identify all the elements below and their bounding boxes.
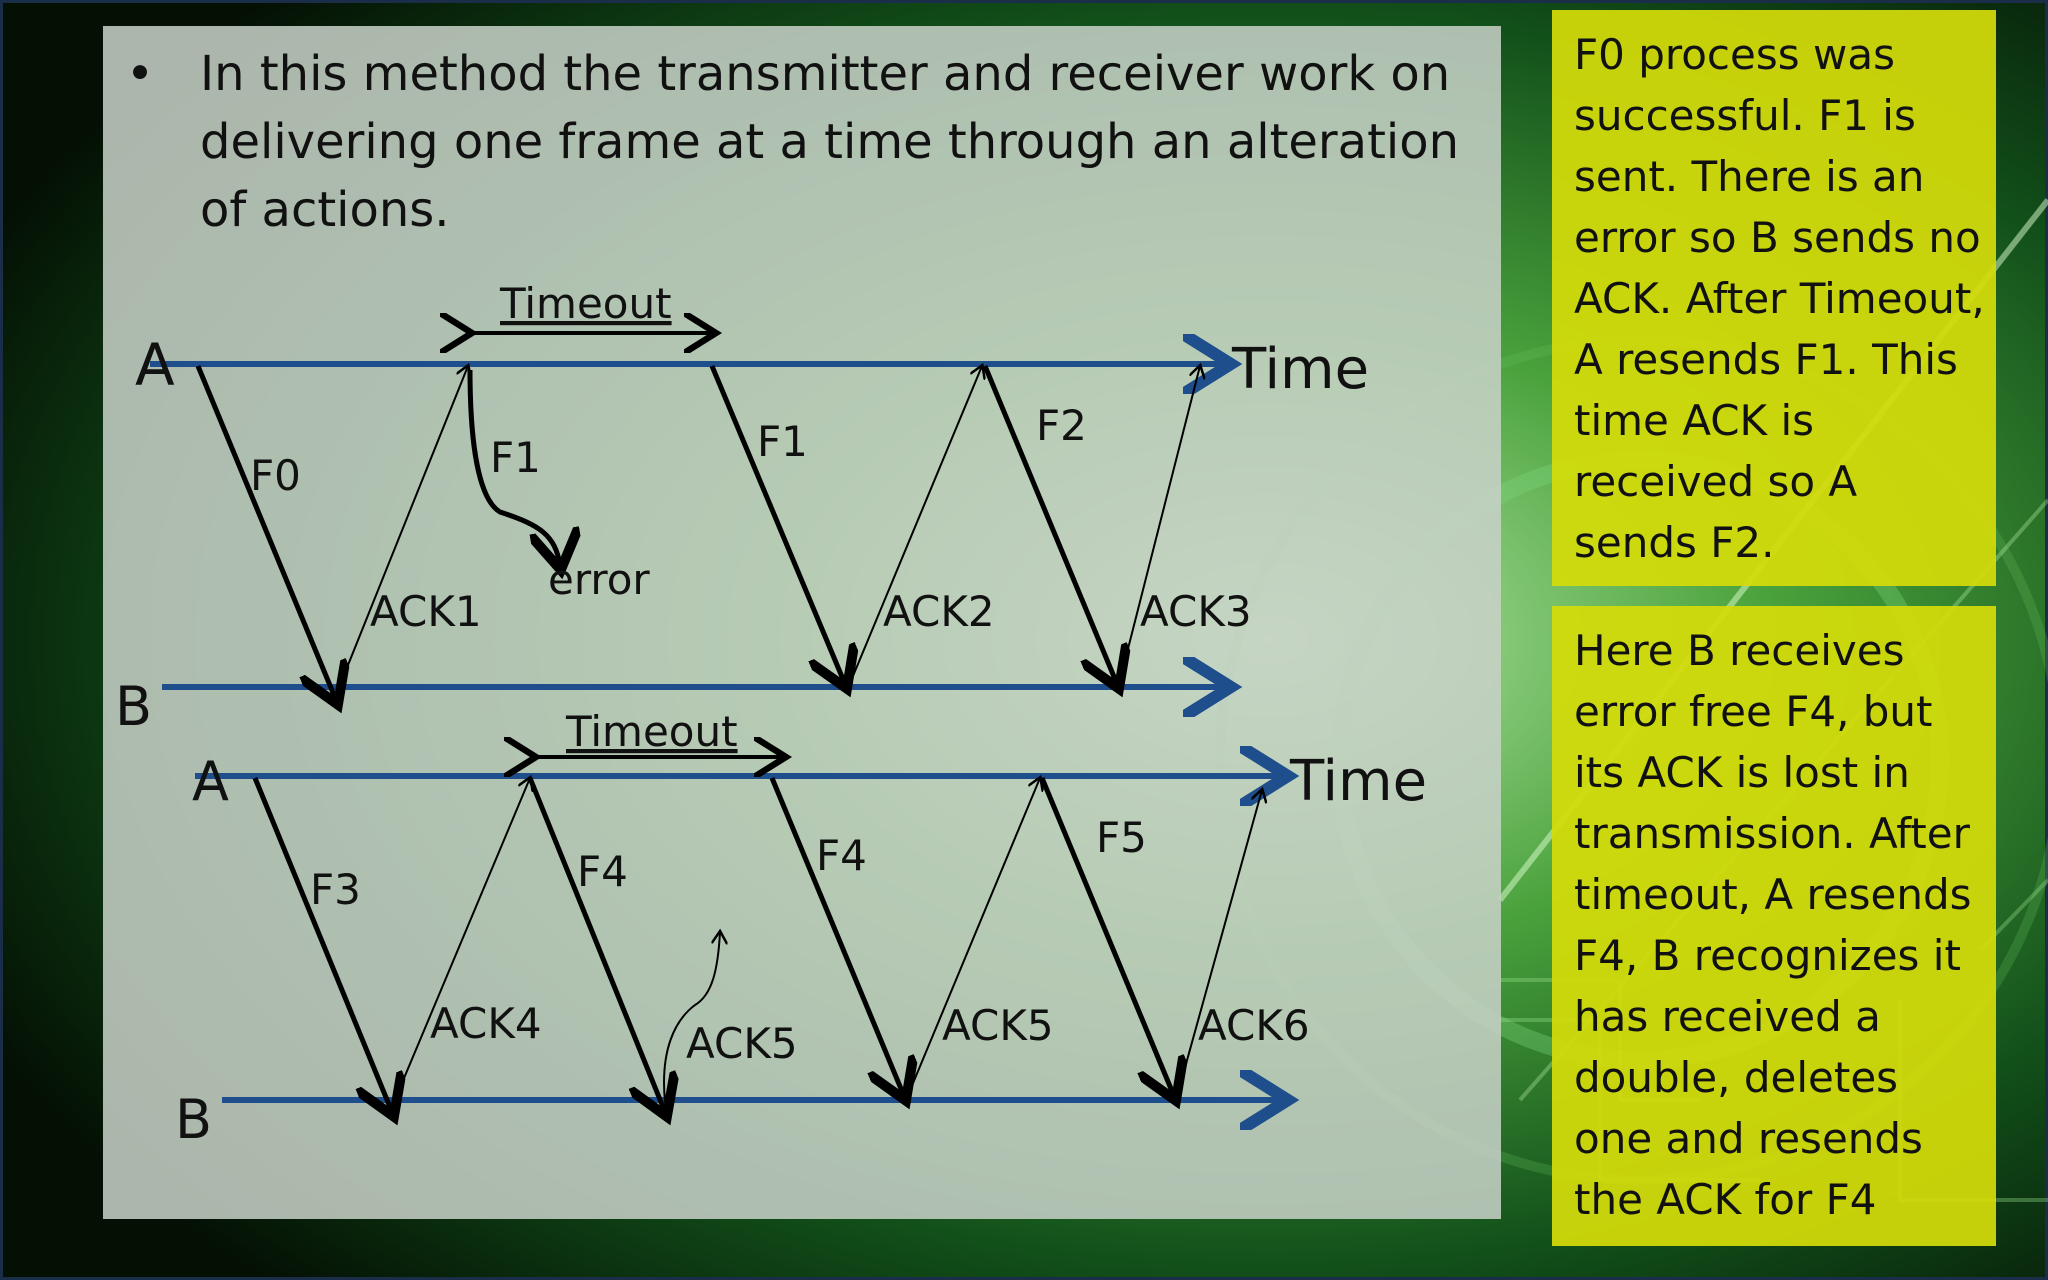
- ack-label-ack1: ACK1: [370, 587, 482, 636]
- node-a-label: A: [135, 331, 175, 399]
- time-label: Time: [1289, 749, 1427, 814]
- frame-arrow-f1-resend: [709, 365, 845, 684]
- diagram-top: A B Time Timeout F0 F1 F1 F2 error ACK1 …: [115, 279, 1369, 738]
- frame-label-f4-resend: F4: [816, 831, 867, 880]
- ack-label-ack4: ACK4: [430, 999, 542, 1048]
- timeout-label: Timeout: [565, 707, 738, 756]
- content-panel: [103, 26, 1501, 1219]
- ack-arrow-ack5-lost: [663, 932, 720, 1103]
- ack-arrow-ack3: [1117, 366, 1200, 689]
- ack-arrow-ack4: [393, 778, 530, 1103]
- bullet-symbol: •: [125, 46, 155, 102]
- frame-arrow-f1-error: [467, 369, 560, 565]
- error-label: error: [548, 555, 650, 604]
- frame-arrow-f5: [1039, 777, 1174, 1096]
- explanation-note-top: F0 process was successful. F1 is sent. T…: [1552, 10, 1996, 586]
- frame-label-f2: F2: [1036, 401, 1087, 450]
- time-label: Time: [1231, 337, 1369, 402]
- frame-label-f0: F0: [250, 451, 301, 500]
- ack-label-ack3: ACK3: [1140, 587, 1252, 636]
- ack-arrow-ack5: [905, 778, 1040, 1101]
- frame-label-f1-resend: F1: [757, 417, 808, 466]
- frame-arrow-f3: [252, 777, 392, 1112]
- frame-arrow-f4-resend: [769, 777, 904, 1096]
- ack-label-ack5: ACK5: [942, 1001, 1054, 1050]
- ack-label-ack2: ACK2: [883, 587, 995, 636]
- frame-label-f1-error: F1: [490, 433, 541, 482]
- node-b-label: B: [115, 675, 152, 738]
- frame-label-f4: F4: [577, 847, 628, 896]
- frame-label-f5: F5: [1096, 813, 1147, 862]
- explanation-note-bottom: Here B receives error free F4, but its A…: [1552, 606, 1996, 1246]
- ack-arrow-ack6: [1175, 790, 1262, 1101]
- ack-label-ack6: ACK6: [1198, 1001, 1310, 1050]
- frame-arrow-f4: [527, 777, 665, 1112]
- bullet-text: In this method the transmitter and recei…: [200, 46, 1460, 238]
- frame-label-f3: F3: [310, 865, 361, 914]
- frame-arrow-f0: [195, 365, 336, 700]
- diagram-bottom: A B Time Timeout F3 F4 F4 F5 ACK4 ACK5 A…: [175, 707, 1427, 1151]
- ack-arrow-ack1: [337, 366, 468, 691]
- timeout-label: Timeout: [499, 279, 672, 328]
- frame-arrow-f2: [982, 365, 1117, 684]
- ack-arrow-ack2: [847, 366, 982, 689]
- ack-label-ack5-lost: ACK5: [686, 1019, 798, 1068]
- node-a-label: A: [192, 750, 229, 813]
- node-b-label: B: [175, 1088, 212, 1151]
